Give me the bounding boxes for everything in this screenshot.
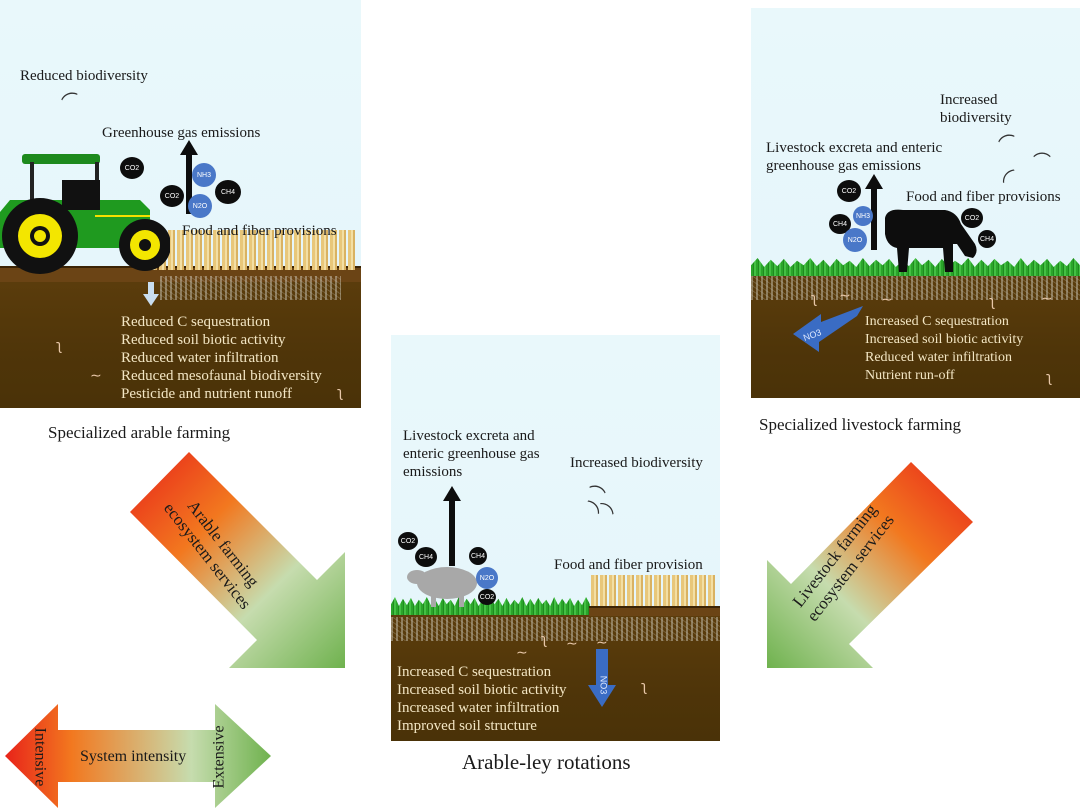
intensive-label: Intensive [31,727,49,787]
gas-co2-icon: CO2 [961,208,983,228]
worm-icon: ∼ [1041,291,1053,307]
arable-soil-effect: Reduced water infiltration [121,350,279,366]
livestock-soil-effect: Increased soil biotic activity [865,332,1024,347]
arable-soil [0,272,361,408]
gas-co2-icon: CO2 [837,180,861,202]
worm-icon: ∼ [516,645,528,661]
worm-icon: ʅ [541,632,548,648]
gas-co2-icon: CO2 [160,185,184,207]
nitrate-label: NO3 [598,675,609,695]
nitrate-runoff-arrow-icon [793,306,863,352]
water-arrow-head [143,294,159,306]
arable-services-arrow-icon [130,452,345,668]
system-intensity-arrow-icon [5,704,271,808]
worm-icon: ∼ [881,292,893,308]
gas-ch4-icon: CH4 [415,547,437,567]
gas-nh3-icon: NH3 [853,206,873,226]
ley-soil-effect: Increased soil biotic activity [397,682,567,698]
arable-emissions-label: Greenhouse gas emissions [102,125,261,141]
extensive-label: Extensive [210,725,228,789]
ley-panel: CO2 CH4 CH4 N2O CO2 ⌒ ⌒ ⌒ Livestock excr… [391,335,720,741]
livestock-soil-effect: Nutrient run-off [865,368,955,383]
ley-emissions-label: enteric greenhouse gas [403,446,540,462]
cow-icon [885,209,977,272]
arable-roots [160,276,341,300]
arable-wheat [150,230,355,270]
worm-icon: ʅ [641,679,648,695]
arable-caption: Specialized arable farming [48,423,231,442]
ley-soil [391,614,720,741]
worm-icon: ʅ [989,294,996,310]
gas-n2o-icon: N2O [188,194,212,218]
ley-caption: Arable-ley rotations [462,750,631,774]
arable-soil-effect: Reduced soil biotic activity [121,332,286,348]
livestock-emissions-label: Livestock excreta and enteric [766,140,943,156]
livestock-services-arrow-icon [767,462,973,668]
ley-biodiversity-label: Increased biodiversity [570,455,703,471]
gas-ch4-icon: CH4 [978,230,996,248]
gas-nh3-icon: NH3 [192,163,216,187]
gas-co2-icon: CO2 [478,589,496,605]
livestock-soil-effect: Increased C sequestration [865,314,1009,329]
nitrate-leaching-arrow-icon [588,649,616,707]
worm-icon: ∼ [839,288,851,304]
livestock-panel: CO2 NH3 CH4 N2O CO2 CH4 ⌒ ⌒ ⌒ Increased … [751,8,1080,398]
arable-panel: ⌒ Reduced biodiversity Greenhouse gas em… [0,0,361,408]
livestock-roots [751,276,1080,300]
worm-icon: ʅ [56,338,63,354]
livestock-biodiversity-label: biodiversity [940,110,1012,126]
ley-soil-effect: Increased C sequestration [397,664,552,680]
ley-soil-effect: Increased water infiltration [397,700,560,716]
gas-ch4-icon: CH4 [215,180,241,204]
arable-provisions-label: Food and fiber provisions [182,223,337,239]
arable-soil-effect: Reduced C sequestration [121,314,271,330]
livestock-provisions-label: Food and fiber provisions [906,189,1061,205]
emissions-arrow-icon [443,486,461,566]
ley-soil-effect: Improved soil structure [397,718,537,734]
worm-icon: ∼ [90,368,102,384]
worm-icon: ∼ [566,636,578,652]
water-infiltration-arrow-icon [148,282,154,296]
livestock-caption: Specialized livestock farming [759,415,962,434]
gas-ch4-icon: CH4 [829,214,851,234]
ley-provisions-label: Food and fiber provision [554,557,703,573]
ley-emissions-label: emissions [403,464,463,480]
worm-icon: ʅ [811,291,818,307]
livestock-soil-effect: Reduced water infiltration [865,350,1012,365]
worm-icon: ∼ [596,635,608,651]
tractor-icon [0,154,170,274]
gas-ch4-icon: CH4 [469,547,487,565]
ley-soil-surface [589,606,720,616]
ley-emissions-label: Livestock excreta and [403,428,535,444]
gas-co2-icon: CO2 [120,157,144,179]
worm-icon: ʅ [337,385,344,401]
worm-icon: ʅ [1046,370,1053,386]
livestock-emissions-label: greenhouse gas emissions [766,158,921,174]
system-intensity-label: System intensity [80,748,187,765]
ley-roots [391,617,720,641]
bird-icon: ⌒ [1033,152,1051,173]
sheep-icon [407,567,477,607]
arable-soil-effect: Pesticide and nutrient runoff [121,386,292,402]
emissions-arrow-icon [865,174,883,250]
gas-co2-icon: CO2 [398,532,418,550]
gas-n2o-icon: N2O [843,228,867,252]
emissions-arrow-icon [180,140,198,214]
arable-biodiversity-label: Reduced biodiversity [20,68,148,84]
arable-soil-effect: Reduced mesofaunal biodiversity [121,368,322,384]
gas-n2o-icon: N2O [476,567,498,589]
livestock-biodiversity-label: Increased [940,92,998,108]
